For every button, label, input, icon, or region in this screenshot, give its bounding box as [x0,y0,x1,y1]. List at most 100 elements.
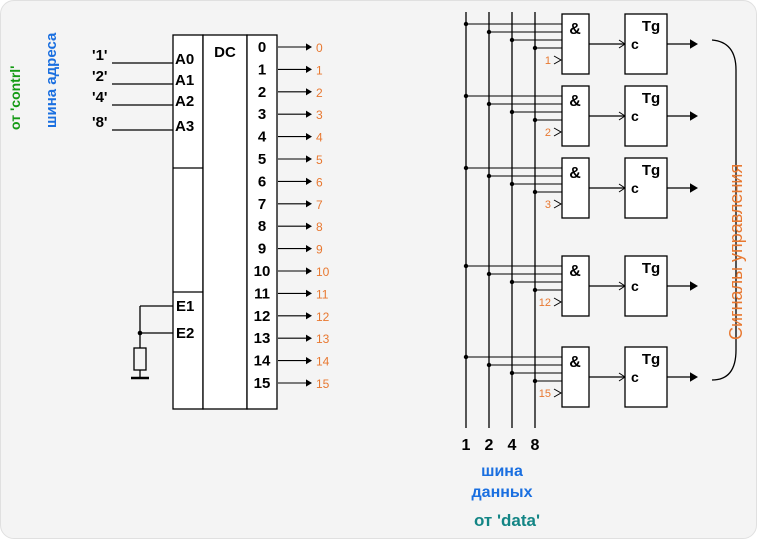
decoder-output-number: 7 [258,196,266,213]
select-input-label: 1 [545,55,551,67]
outputs-bracket [711,39,737,381]
wire-junction [532,287,538,293]
arrow-head [306,133,312,141]
data-bus-caption-line1: шина [481,463,523,480]
select-input-label: 2 [545,127,551,139]
clock-pin-label: c [631,180,639,196]
decoder-output-label: 15 [316,377,330,391]
arrow-head [306,155,312,163]
pulldown-resistor [133,347,147,371]
decoder-output-label: 4 [316,131,323,145]
wire-junction [509,37,515,43]
decoder-output-label: 2 [316,86,323,100]
decoder-output-label: 9 [316,243,323,257]
arrow-head [306,312,312,320]
flipflop-title: Tg [642,90,660,107]
select-input-arrow [553,388,563,398]
arrow-head [690,111,698,121]
arrow-head [306,200,312,208]
enable-circuit [131,305,173,380]
decoder-enable-pin: E2 [176,325,194,342]
and-gate [561,85,590,147]
data-source-label: от 'data' [474,511,540,530]
decoder-output-number: 10 [254,263,271,280]
decoder-output-number: 13 [254,330,271,347]
flipflop [624,85,668,147]
and-symbol: & [569,165,581,182]
arrow-head [306,110,312,118]
decoder-output-number: 1 [258,61,266,78]
flipflop-title: Tg [642,162,660,179]
data-bus-bit-label: 1 [462,437,471,454]
decoder-address-pin: A0 [175,51,194,68]
decoder-output-number: 0 [258,39,266,56]
wire-junction [486,271,492,277]
and-gate [561,346,590,408]
decoder-output-label: 12 [316,310,330,324]
decoder-output-number: 14 [254,353,271,370]
wire-junction [509,279,515,285]
arrow-head [306,43,312,51]
flipflop [624,157,668,219]
decoder-output-label: 10 [316,265,330,279]
wire-junction [532,189,538,195]
decoder-output-label: 14 [316,355,330,369]
flipflop [624,13,668,75]
decoder-output-number: 3 [258,106,266,123]
wire-junction [486,362,492,368]
select-input-arrow [553,297,563,307]
address-bus-label: шина адреса [43,32,60,128]
clock-pin-label: c [631,108,639,124]
wire-junction [509,181,515,187]
address-input-label: '2' [92,68,107,85]
arrow-head [690,183,698,193]
clock-pin-label: c [631,369,639,385]
data-bus [465,12,536,428]
arrow-head [306,245,312,253]
decoder-address-pin: A1 [175,72,194,89]
arrow-head [306,289,312,297]
decoder-output-number: 8 [258,218,266,235]
wire-junction [486,29,492,35]
wire-junction [463,93,469,99]
decoder-address-column [172,34,204,410]
and-symbol: & [569,263,581,280]
control-signals-label: Сигналы управления [726,164,746,340]
flipflop-title: Tg [642,18,660,35]
decoder-output-label: 0 [316,41,323,55]
arrow-head [306,88,312,96]
data-bus-bit-label: 4 [508,437,517,454]
decoder-output-label: 5 [316,153,323,167]
decoder-enable-pin: E1 [176,298,194,315]
decoder-output-number: 6 [258,173,266,190]
wire-junction [463,165,469,171]
arrow-head [690,39,698,49]
decoder-output-label: 6 [316,175,323,189]
and-symbol: & [569,21,581,38]
arrow-head [690,281,698,291]
address-input-label: '8' [92,114,107,131]
wire-junction [532,117,538,123]
decoder-output-label: 11 [316,287,329,301]
wire-junction [486,173,492,179]
wire-junction [463,21,469,27]
arrow-head [306,357,312,365]
select-input-arrow [553,55,563,65]
and-symbol: & [569,93,581,110]
data-bus-caption-line2: данных [472,484,533,501]
decoder-output-label: 1 [316,63,323,77]
select-input-label: 12 [539,297,551,309]
wire-junction [532,378,538,384]
decoder-output-label: 13 [316,332,330,346]
clock-pin-label: c [631,36,639,52]
decoder-output-number: 9 [258,241,266,258]
